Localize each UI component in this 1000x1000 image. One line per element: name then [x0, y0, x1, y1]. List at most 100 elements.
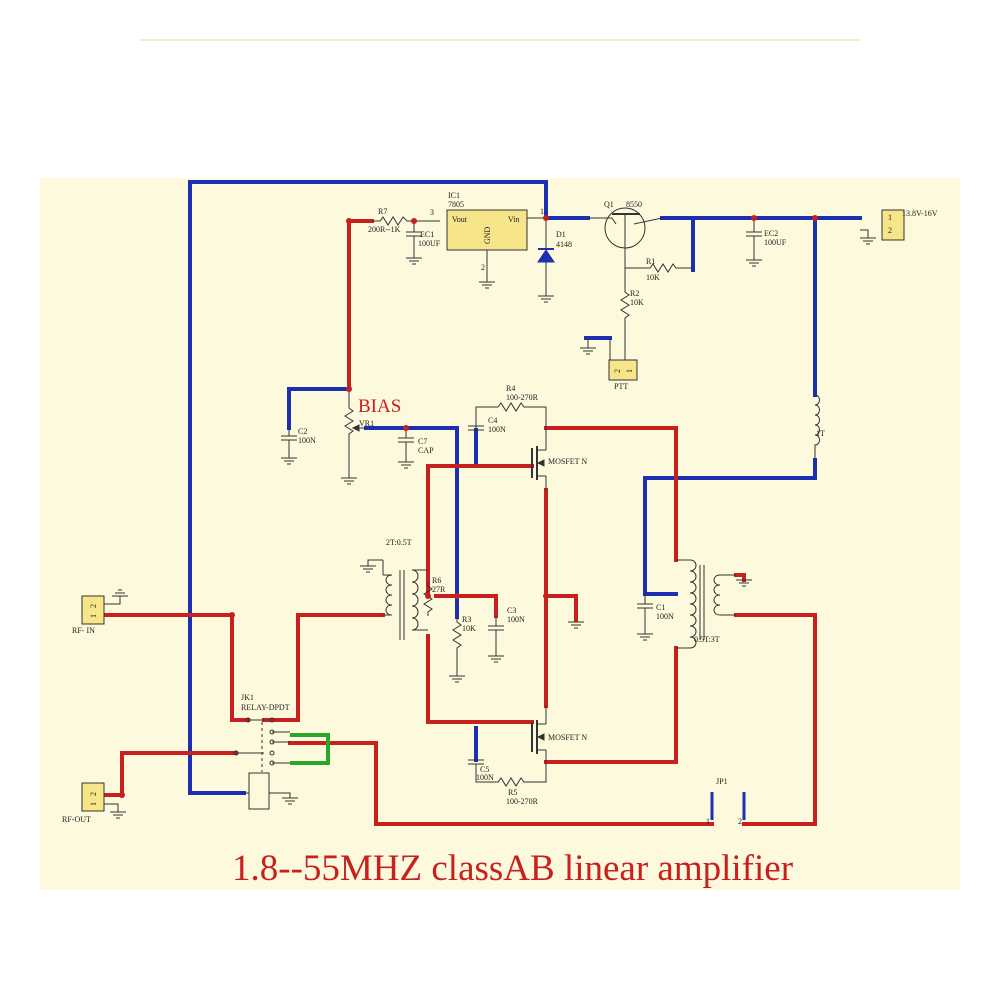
q1-value: 8550 — [626, 200, 642, 209]
r3-ref: R3 — [462, 615, 471, 624]
ground-symbol — [736, 579, 752, 587]
r7-ref: R7 — [378, 207, 387, 216]
ec2-ref: EC2 — [764, 229, 778, 238]
schematic-panel — [40, 178, 960, 890]
ptt-pin2: 2 — [613, 369, 622, 373]
green-wire-relay — [290, 733, 330, 765]
text-labels: 13.8V-16V 1 2 IC1 7805 Vout Vin GND 1 2 … — [62, 191, 938, 889]
rf-in-label: RF- IN — [72, 626, 95, 635]
ic1-regulator — [446, 209, 528, 251]
red-wire-rf-in — [102, 613, 250, 722]
mosfet-top-label: MOSFET N — [548, 457, 587, 466]
inductor-1t-label: 1T — [816, 429, 825, 438]
ic1-ref: IC1 — [448, 191, 460, 200]
jp1-jumper — [710, 792, 746, 820]
red-wire-drain-bottom — [544, 646, 678, 764]
input-transformer — [382, 560, 428, 640]
r3-resistor — [452, 617, 462, 676]
rf-out-pin2: 2 — [89, 792, 98, 796]
r5-ref: R5 — [508, 788, 517, 797]
ground-symbol — [341, 477, 357, 485]
r6-value: 27R — [432, 585, 446, 594]
ptt-label: PTT — [614, 382, 628, 391]
vr1-potentiometer — [344, 389, 354, 478]
r1-ref: R1 — [646, 257, 655, 266]
red-wire-gate-top — [426, 464, 534, 598]
r4-ref: R4 — [506, 384, 515, 393]
ground-symbol — [281, 457, 297, 465]
inductor-1t — [814, 394, 820, 460]
c7-value: CAP — [418, 446, 434, 455]
ec2-value: 100UF — [764, 238, 787, 247]
c3-value: 100N — [507, 615, 525, 624]
red-wire-relay-to-transformer — [262, 613, 385, 722]
rf-in-connector — [81, 595, 105, 625]
ground-symbol — [746, 259, 762, 267]
r3-value: 10K — [462, 624, 476, 633]
blue-wire-loop — [188, 180, 548, 795]
power-in-label: 13.8V-16V — [902, 209, 938, 218]
ground-symbol — [568, 621, 584, 629]
ec1-value: 100UF — [418, 239, 441, 248]
jk1-ref: JK1 — [241, 693, 254, 702]
ec1-ref: EC1 — [420, 230, 434, 239]
red-wire-output — [734, 613, 817, 826]
red-wire-gate-bottom — [426, 634, 534, 724]
power-conn-pin2: 2 — [888, 226, 892, 235]
r5-resistor — [475, 762, 547, 787]
ground-symbol — [479, 281, 495, 289]
jp1-ref: JP1 — [716, 777, 728, 786]
ground-symbol — [112, 589, 128, 597]
r7-resistor — [372, 216, 440, 226]
output-transformer — [676, 559, 736, 649]
bias-label: BIAS — [358, 396, 401, 417]
ground-symbol — [488, 655, 504, 663]
c3-ref: C3 — [507, 606, 516, 615]
ic1-value: 7805 — [448, 200, 464, 209]
ic1-gnd: GND — [483, 226, 492, 244]
c4-ref: C4 — [488, 416, 497, 425]
r7-value: 200R--1K — [368, 225, 401, 234]
r2-value: 10K — [630, 298, 644, 307]
c5-value: 100N — [476, 773, 494, 782]
red-wire-secondary-gnd — [734, 573, 746, 582]
power-connector — [881, 209, 905, 241]
jk1-value: RELAY-DPDT — [241, 703, 290, 712]
ground-symbol — [860, 237, 876, 245]
blue-wire-c2 — [287, 387, 351, 430]
diagram-title: 1.8--55MHZ classAB linear amplifier — [232, 848, 793, 889]
r2-ref: R2 — [630, 289, 639, 298]
junction-dots — [119, 215, 818, 798]
r6-ref: R6 — [432, 576, 441, 585]
mosfet-bottom-label: MOSFET N — [548, 733, 587, 742]
d1-value: 4148 — [556, 240, 572, 249]
ptt-connector — [608, 359, 638, 381]
red-wire-rf-out — [102, 751, 238, 797]
input-transformer-label: 2T:0.5T — [386, 538, 412, 547]
r1-resistor — [625, 263, 693, 273]
mosfet-bottom — [531, 706, 547, 762]
rf-in-pin1: 1 — [89, 614, 98, 618]
d1-diode — [537, 249, 555, 263]
relay-jk1 — [233, 717, 291, 810]
rf-out-connector — [81, 782, 105, 812]
c2-ref: C2 — [298, 427, 307, 436]
ground-symbol — [398, 461, 414, 469]
c5-ref: C5 — [480, 765, 489, 774]
c7-ref: C7 — [418, 437, 427, 446]
red-wire-drain-top — [544, 426, 678, 562]
blue-wire-vr1-bias — [364, 426, 459, 619]
rf-out-label: RF-OUT — [62, 815, 91, 824]
ground-symbol — [449, 675, 465, 683]
r4-value: 100-270R — [506, 393, 539, 402]
rf-in-pin2: 2 — [89, 604, 98, 608]
ground-symbol — [637, 633, 653, 641]
blue-wire-1t-bottom — [643, 458, 817, 596]
r1-value: 10K — [646, 273, 660, 282]
red-wire-relay-to-jp1 — [288, 741, 714, 826]
ic1-pin2: 2 — [481, 263, 485, 272]
ptt-pin1: 1 — [625, 369, 634, 373]
r2-resistor — [620, 268, 630, 360]
blue-wires — [188, 180, 862, 795]
